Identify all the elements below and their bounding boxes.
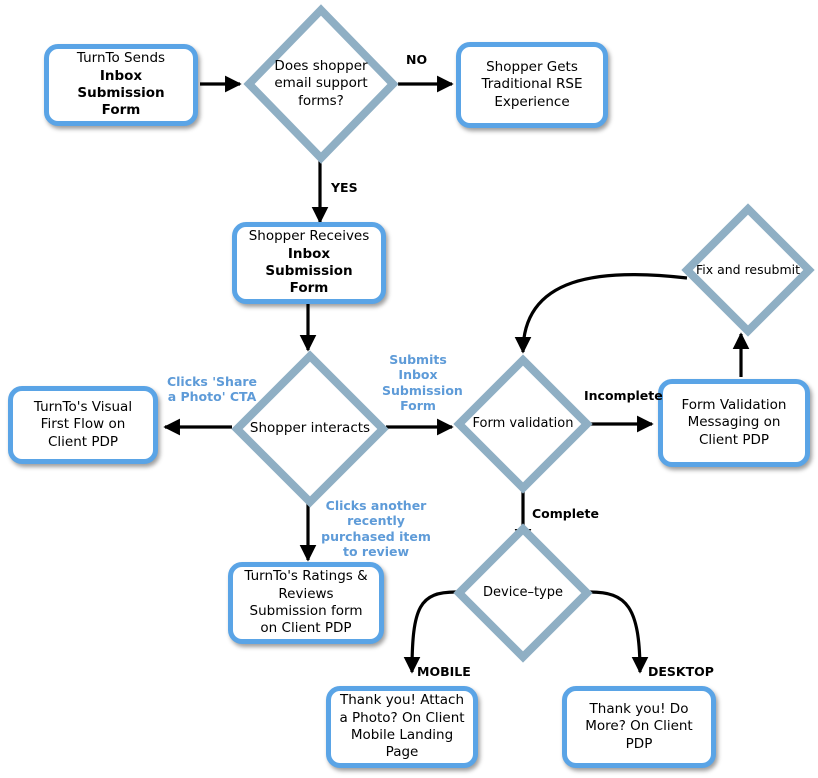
- node-visual-first-flow-label: TurnTo's Visual First Flow on Client PDP: [33, 399, 133, 450]
- node-thank-you-mobile-label: Thank you! Attach a Photo? On Client Mob…: [339, 692, 465, 761]
- node-shopper-gets-rse-label: Shopper Gets Traditional RSE Experience: [481, 59, 583, 110]
- node-turnto-sends-inbox-form[interactable]: TurnTo Sends Inbox Submission Form: [44, 44, 198, 126]
- node-shopper-receives-line1: Shopper Receives: [248, 228, 370, 245]
- node-does-shopper-email-support-forms[interactable]: Does shopper email support forms?: [243, 4, 399, 164]
- node-shopper-gets-traditional-rse[interactable]: Shopper Gets Traditional RSE Experience: [456, 42, 608, 128]
- edge-label-incomplete: Incomplete: [584, 388, 663, 403]
- node-thank-you-desktop-label: Thank you! Do More? On Client PDP: [585, 701, 693, 752]
- edge-label-mobile: MOBILE: [417, 664, 471, 679]
- node-shopper-interacts[interactable]: Shopper interacts: [231, 350, 389, 508]
- edge-label-complete: Complete: [532, 506, 599, 521]
- node-form-validation-messaging[interactable]: Form Validation Messaging on Client PDP: [658, 379, 810, 467]
- node-turnto-sends-line1-bold: Inbox: [99, 67, 143, 84]
- node-shopper-receives-line2-bold: Inbox Submission: [265, 245, 353, 279]
- edge-device-to-desktop: [589, 590, 649, 674]
- node-ratings-reviews-label: TurnTo's Ratings & Reviews Submission fo…: [244, 568, 368, 637]
- edge-label-clicks-another-item: Clicks another recently purchased item t…: [321, 498, 431, 559]
- node-shopper-receives-line3-bold: Form: [289, 280, 329, 297]
- edge-label-desktop: DESKTOP: [648, 664, 714, 679]
- edge-label-yes: YES: [331, 180, 358, 195]
- edge-label-no: NO: [406, 52, 428, 67]
- node-turnto-sends-line2-bold: Submission Form: [77, 85, 165, 119]
- edge-label-submits-inbox-submission-form: Submits Inbox Submission Form: [382, 352, 463, 413]
- node-turnto-sends-line1: TurnTo Sends: [76, 50, 166, 67]
- node-does-shopper-email-label: Does shopper email support forms?: [274, 57, 368, 109]
- node-device-type-label: Device–type: [483, 584, 563, 600]
- node-fix-and-resubmit[interactable]: Fix and resubmit: [681, 203, 815, 337]
- edge-label-clicks-share-a-photo-cta: Clicks 'Share a Photo' CTA: [166, 374, 258, 405]
- node-form-validation[interactable]: Form validation: [453, 354, 593, 494]
- node-ratings-reviews-submission-form[interactable]: TurnTo's Ratings & Reviews Submission fo…: [228, 562, 384, 644]
- edge-device-to-mobile: [403, 590, 457, 674]
- node-fix-and-resubmit-label: Fix and resubmit: [695, 261, 801, 277]
- node-thank-you-desktop[interactable]: Thank you! Do More? On Client PDP: [562, 686, 716, 768]
- node-shopper-interacts-label: Shopper interacts: [249, 420, 371, 437]
- node-visual-first-flow[interactable]: TurnTo's Visual First Flow on Client PDP: [8, 386, 158, 464]
- node-device-type[interactable]: Device–type: [453, 523, 593, 663]
- edge-fix-to-validation: [514, 273, 688, 354]
- node-thank-you-mobile[interactable]: Thank you! Attach a Photo? On Client Mob…: [326, 686, 478, 768]
- node-form-validation-label: Form validation: [472, 415, 574, 431]
- node-shopper-receives-inbox-form[interactable]: Shopper Receives Inbox Submission Form: [232, 222, 386, 304]
- node-form-validation-messaging-label: Form Validation Messaging on Client PDP: [681, 397, 787, 448]
